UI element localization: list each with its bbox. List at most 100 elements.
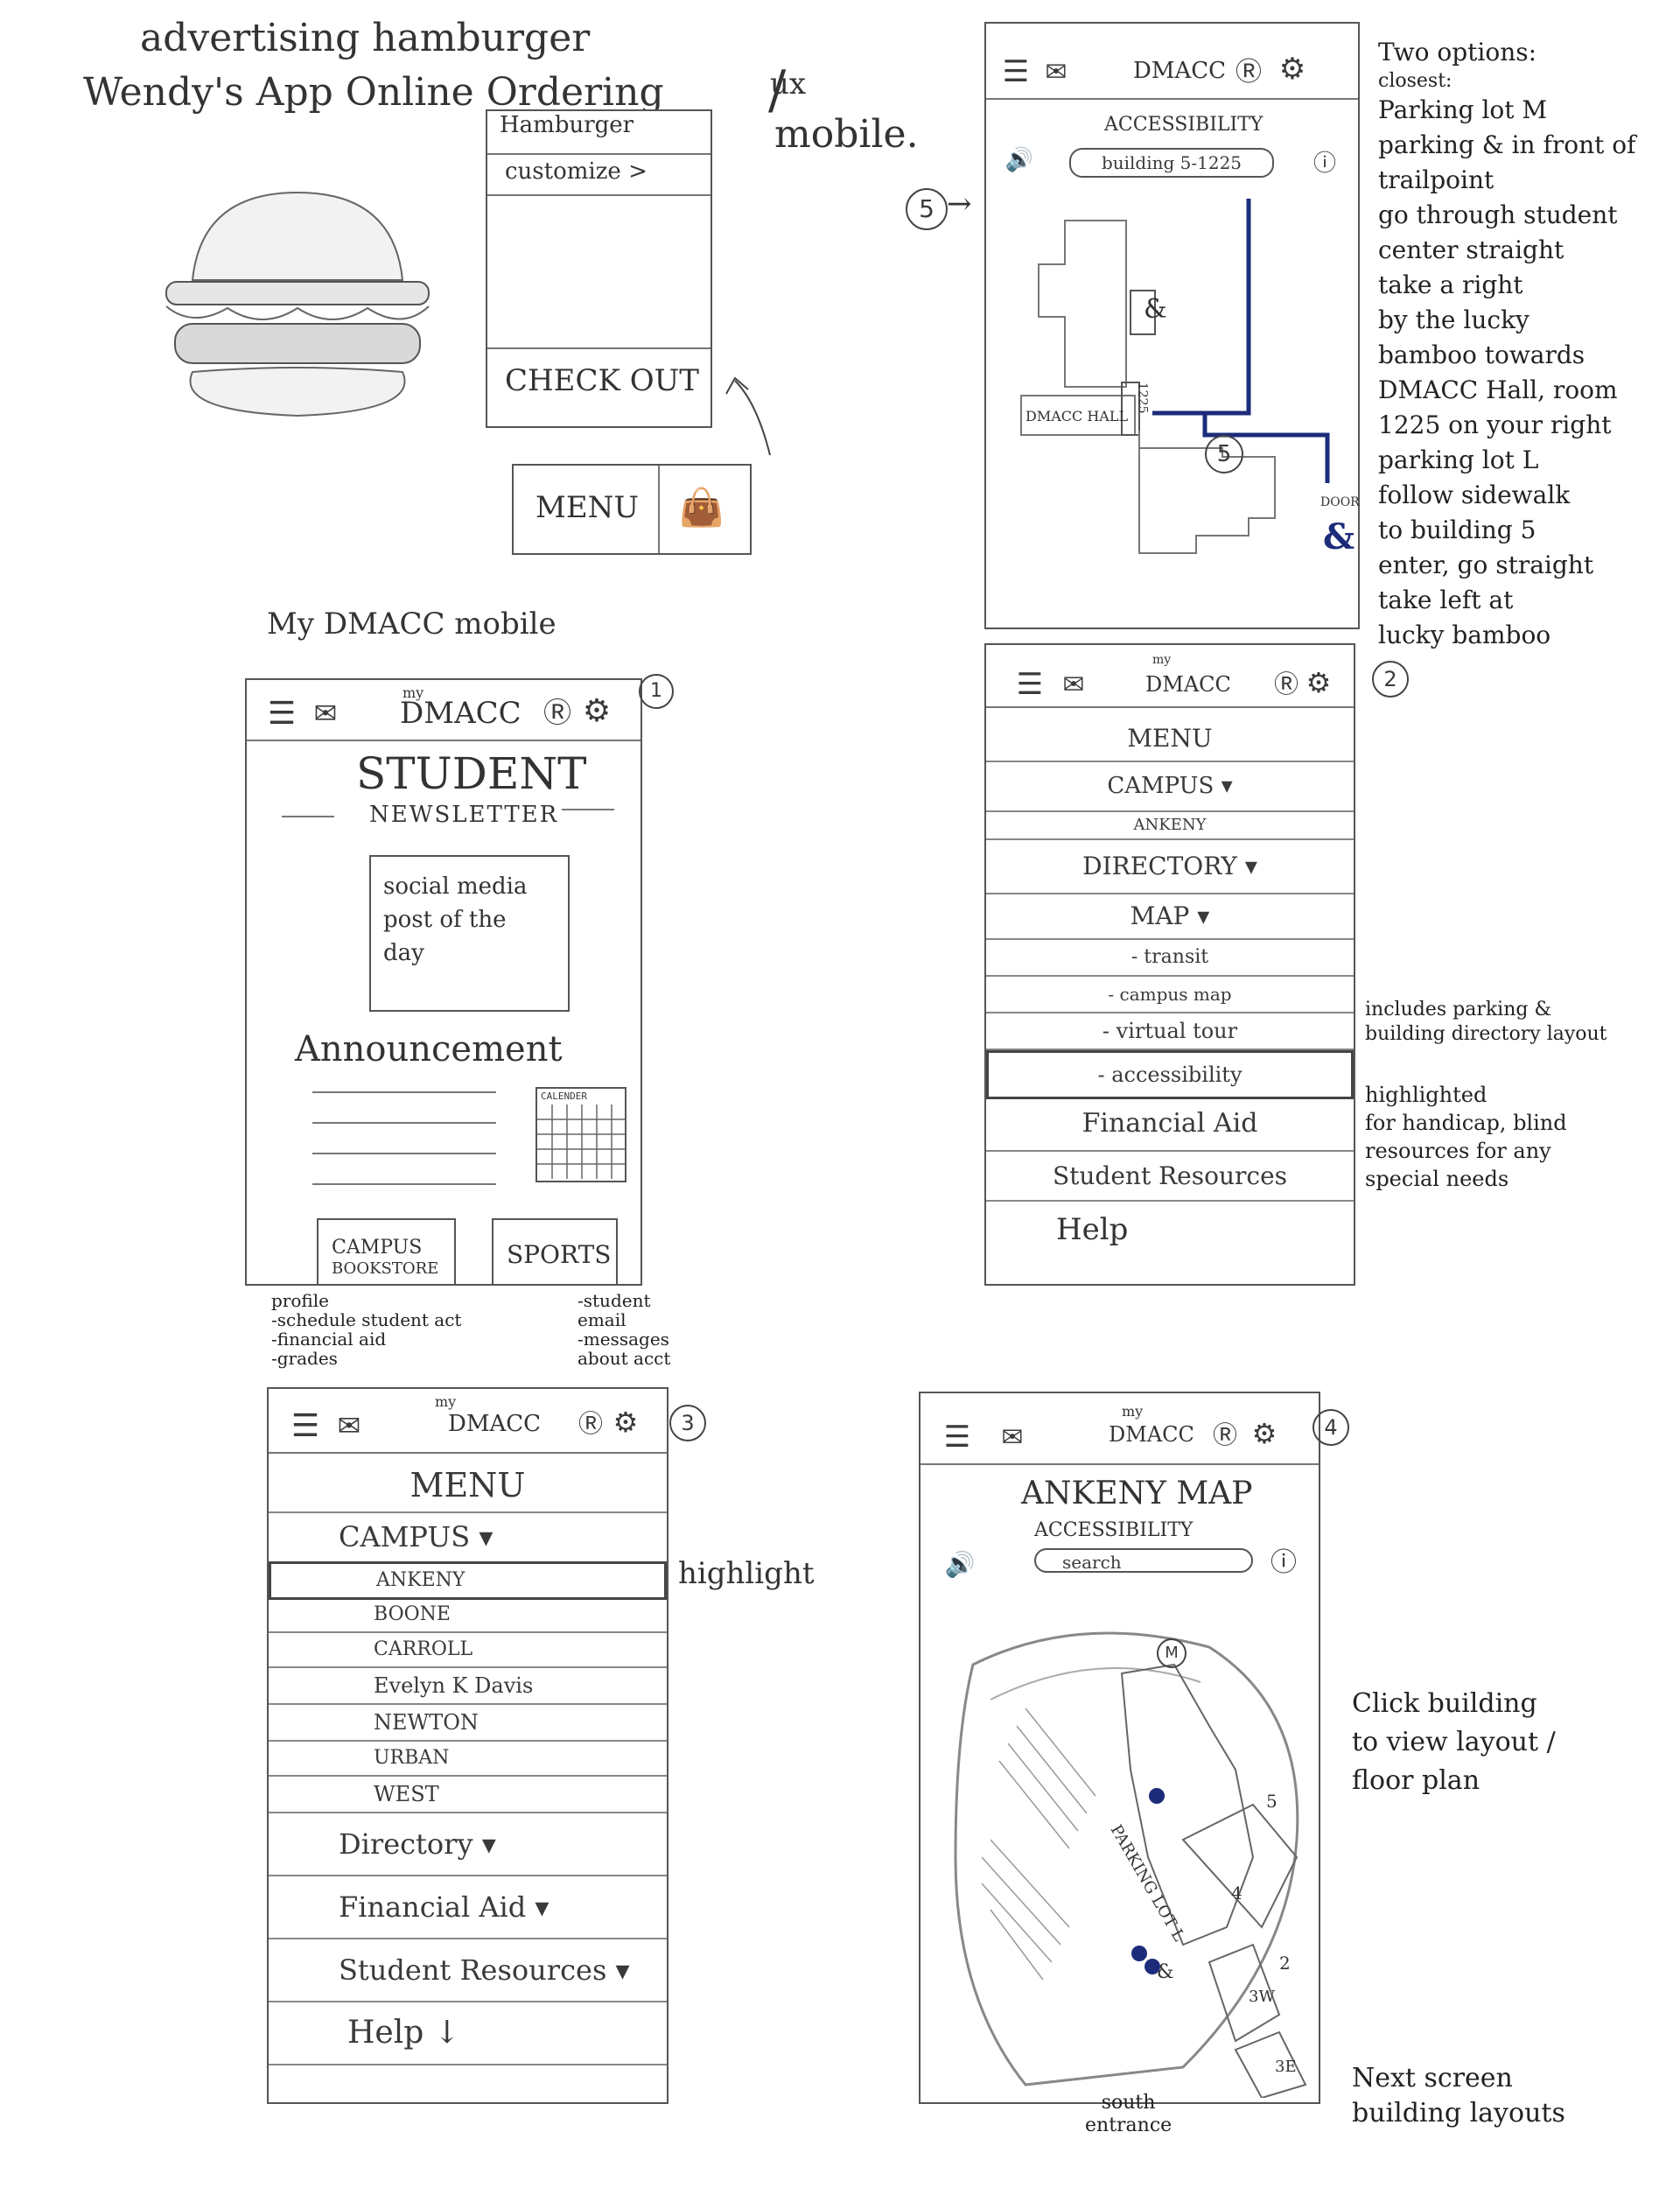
building-3w-label[interactable]: 3W bbox=[1249, 1988, 1275, 2006]
campus-bookstore-button[interactable]: CAMPUS BOOKSTORE bbox=[317, 1218, 456, 1286]
mail-icon[interactable]: ✉ bbox=[313, 697, 338, 730]
mail-icon[interactable]: ✉ bbox=[337, 1409, 361, 1442]
menu-item-ankeny[interactable]: ANKENY bbox=[986, 812, 1354, 840]
button-label: BOOKSTORE bbox=[332, 1259, 439, 1278]
screen-1-number: 1 bbox=[639, 674, 674, 709]
menu-item-help[interactable]: Help ↓ bbox=[269, 2002, 667, 2065]
audio-icon[interactable]: 🔊 bbox=[1004, 147, 1034, 173]
menu-item-urban[interactable]: URBAN bbox=[269, 1742, 667, 1777]
menu-item-west[interactable]: WEST bbox=[269, 1777, 667, 1813]
menu-item-campus[interactable]: CAMPUS ▾ bbox=[269, 1513, 667, 1563]
search-input[interactable]: search bbox=[1034, 1548, 1253, 1573]
note-line: -student bbox=[578, 1290, 651, 1311]
lot-m-marker[interactable]: M bbox=[1157, 1638, 1186, 1668]
settings-gear-icon[interactable]: ⚙ bbox=[1251, 1417, 1278, 1450]
note-line: includes parking & bbox=[1365, 999, 1552, 1020]
menu-item-newton[interactable]: NEWTON bbox=[269, 1705, 667, 1742]
profile-icon[interactable]: Ⓡ bbox=[1236, 57, 1262, 88]
brand-logo: DMACC bbox=[1145, 672, 1231, 697]
note-line: -grades bbox=[271, 1348, 338, 1369]
calendar-label: CALENDER bbox=[541, 1090, 587, 1102]
menu-tab[interactable]: MENU bbox=[536, 490, 640, 525]
building-5-label[interactable]: 5 bbox=[1266, 1791, 1278, 1812]
note-line: building directory layout bbox=[1365, 1023, 1607, 1045]
note-line: profile bbox=[271, 1290, 329, 1311]
building-4-label[interactable]: 4 bbox=[1231, 1883, 1242, 1904]
profile-icon[interactable]: Ⓡ bbox=[542, 696, 571, 729]
note-line: closest: bbox=[1378, 70, 1452, 92]
profile-icon[interactable]: Ⓡ bbox=[578, 1409, 603, 1438]
menu-item-campus-map[interactable]: - campus map bbox=[986, 977, 1354, 1013]
menu-item-directory[interactable]: DIRECTORY ▾ bbox=[986, 840, 1354, 894]
info-icon[interactable]: ⓘ bbox=[1312, 150, 1336, 177]
audio-icon[interactable]: 🔊 bbox=[944, 1549, 976, 1579]
note-line: -schedule student act bbox=[271, 1309, 462, 1330]
profile-icon[interactable]: Ⓡ bbox=[1273, 670, 1298, 698]
mail-icon[interactable]: ✉ bbox=[1062, 669, 1085, 700]
menu-item-map[interactable]: MAP ▾ bbox=[986, 894, 1354, 940]
bag-icon[interactable]: 👜 bbox=[678, 486, 725, 529]
hamburger-menu-icon[interactable]: ☰ bbox=[290, 1407, 320, 1444]
checkout-button[interactable]: CHECK OUT bbox=[505, 363, 699, 398]
menu-item-financial-aid[interactable]: Financial Aid bbox=[986, 1098, 1354, 1152]
sports-button[interactable]: SPORTS bbox=[492, 1218, 618, 1286]
menu-heading: MENU bbox=[269, 1459, 667, 1513]
announcement-heading: Announcement bbox=[295, 1029, 563, 1069]
screen-5-frame: ☰ ✉ DMACC Ⓡ ⚙ ACCESSIBILITY 🔊 building 5… bbox=[984, 22, 1360, 629]
note-line: -messages bbox=[578, 1329, 669, 1350]
hamburger-menu-icon[interactable]: ☰ bbox=[943, 1420, 971, 1455]
menu-item-campus[interactable]: CAMPUS ▾ bbox=[986, 762, 1354, 812]
note-line: south bbox=[1101, 2092, 1156, 2114]
calendar-widget[interactable]: CALENDER bbox=[536, 1087, 626, 1182]
note-line: center straight bbox=[1378, 235, 1564, 264]
menu-item-help[interactable]: Help bbox=[1056, 1212, 1129, 1247]
note-south-entrance: south entrance bbox=[1085, 2092, 1172, 2137]
mail-icon[interactable]: ✉ bbox=[1001, 1421, 1024, 1453]
brand-logo-small: my bbox=[435, 1393, 457, 1410]
menu-item-student-resources[interactable]: Student Resources bbox=[986, 1152, 1354, 1202]
menu-item-directory[interactable]: Directory ▾ bbox=[269, 1813, 667, 1876]
info-icon[interactable]: ⓘ bbox=[1270, 1547, 1297, 1578]
menu-item-virtual-tour[interactable]: - virtual tour bbox=[986, 1013, 1354, 1050]
screen-4-number: 4 bbox=[1312, 1409, 1349, 1446]
accessible-parking-icon: & bbox=[1144, 294, 1167, 325]
customize-button[interactable]: customize > bbox=[505, 158, 648, 185]
mail-icon[interactable]: ✉ bbox=[1045, 56, 1068, 88]
building-5-marker[interactable]: 5 bbox=[1205, 435, 1243, 473]
building-3e-label[interactable]: 3E bbox=[1275, 2058, 1297, 2076]
settings-gear-icon[interactable]: ⚙ bbox=[1306, 666, 1332, 699]
note-line: entrance bbox=[1085, 2114, 1172, 2136]
profile-icon[interactable]: Ⓡ bbox=[1212, 1420, 1237, 1449]
settings-gear-icon[interactable]: ⚙ bbox=[1278, 52, 1306, 87]
note-highlight: highlight bbox=[678, 1556, 815, 1591]
settings-gear-icon[interactable]: ⚙ bbox=[612, 1406, 639, 1439]
menu-item-financial-aid[interactable]: Financial Aid ▾ bbox=[269, 1876, 667, 1939]
note-campus-map: includes parking & building directory la… bbox=[1365, 998, 1607, 1047]
wendys-title: Hamburger bbox=[500, 112, 634, 138]
hamburger-menu-icon[interactable]: ☰ bbox=[1002, 54, 1030, 89]
settings-gear-icon[interactable]: ⚙ bbox=[582, 692, 612, 729]
note-line: to view layout / bbox=[1352, 1727, 1556, 1757]
note-line: email bbox=[578, 1309, 626, 1330]
note-line: -financial aid bbox=[271, 1329, 387, 1350]
menu-item-boone[interactable]: BOONE bbox=[269, 1598, 667, 1633]
hamburger-menu-icon[interactable]: ☰ bbox=[267, 695, 297, 732]
search-input[interactable]: building 5-1225 bbox=[1069, 148, 1274, 178]
brand-logo-small: my bbox=[1122, 1403, 1144, 1420]
social-post-card[interactable]: social media post of the day bbox=[369, 855, 570, 1012]
accessible-entrance-icon[interactable]: & bbox=[1323, 516, 1355, 558]
menu-item-carroll[interactable]: CARROLL bbox=[269, 1633, 667, 1668]
sketch-title-wendys: Wendy's App Online Ordering bbox=[83, 70, 664, 115]
button-label: SPORTS bbox=[507, 1240, 612, 1269]
note-line: DMACC Hall, room bbox=[1378, 375, 1618, 404]
menu-item-ankeny[interactable]: ANKENY bbox=[269, 1561, 667, 1600]
brand-logo-small: my bbox=[402, 684, 424, 701]
menu-item-accessibility[interactable]: - accessibility bbox=[986, 1050, 1354, 1099]
wendys-phone-frame: Hamburger customize > CHECK OUT bbox=[486, 109, 712, 428]
menu-item-transit[interactable]: - transit bbox=[986, 940, 1354, 977]
hamburger-menu-icon[interactable]: ☰ bbox=[1016, 667, 1044, 702]
slash-divider: / bbox=[768, 60, 787, 121]
menu-item-evelyn-k-davis[interactable]: Evelyn K Davis bbox=[269, 1668, 667, 1705]
menu-item-student-resources[interactable]: Student Resources ▾ bbox=[269, 1939, 667, 2002]
building-2-label[interactable]: 2 bbox=[1279, 1953, 1291, 1974]
